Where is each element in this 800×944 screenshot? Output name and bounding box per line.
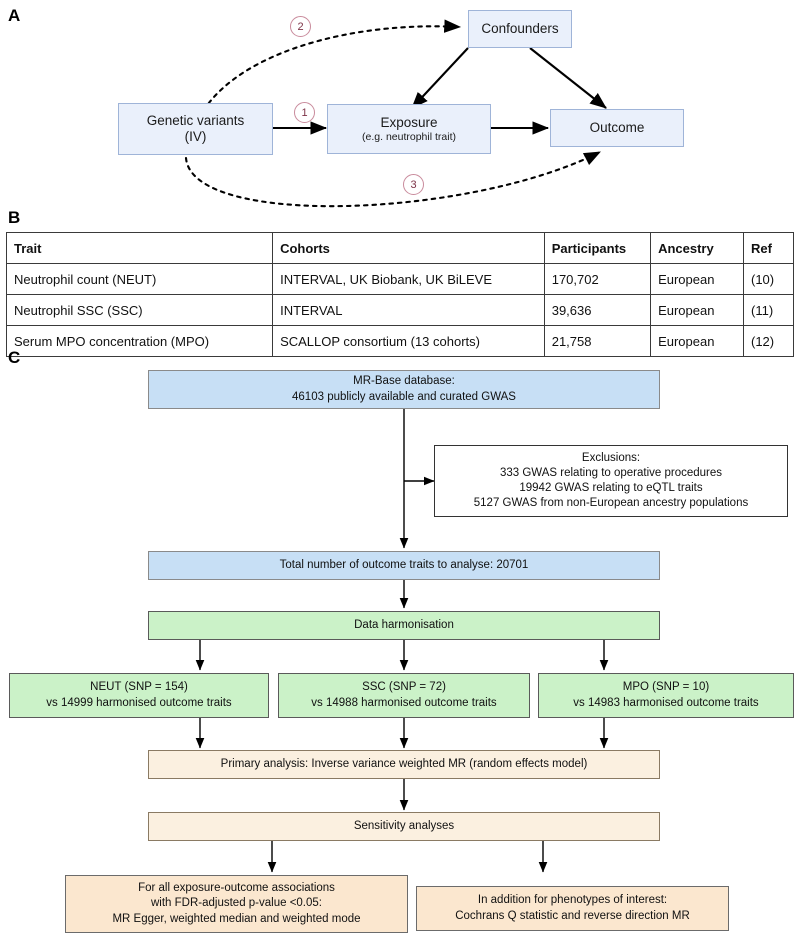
flow-box-ssc: SSC (SNP = 72) vs 14988 harmonised outco… bbox=[278, 673, 530, 718]
flow-box-harmonisation-line1: Data harmonisation bbox=[354, 618, 454, 631]
column-header-participants: Participants bbox=[543, 232, 652, 264]
table-row: Serum MPO concentration (MPO) SCALLOP co… bbox=[5, 325, 794, 357]
flow-box-all-associations: For all exposure-outcome associations wi… bbox=[65, 875, 408, 933]
flow-box-exclusions: Exclusions: 333 GWAS relating to operati… bbox=[434, 445, 788, 517]
flow-box-phenotypes-of-interest-line2: Cochrans Q statistic and reverse directi… bbox=[455, 909, 690, 922]
table-header-row: Trait Cohorts Participants Ancestry Ref bbox=[5, 232, 794, 264]
flow-box-all-associations-line2: with FDR-adjusted p-value <0.05: bbox=[151, 897, 322, 910]
flow-box-mpo-line2: vs 14983 harmonised outcome traits bbox=[573, 696, 759, 709]
flow-box-database-line1: MR-Base database: bbox=[353, 375, 455, 388]
flow-box-exclusions-line4: 5127 GWAS from non-European ancestry pop… bbox=[473, 497, 749, 510]
column-header-ancestry: Ancestry bbox=[650, 232, 744, 264]
cell-ancestry: European bbox=[650, 325, 744, 357]
flow-box-exclusions-line1: Exclusions: bbox=[581, 451, 641, 464]
flow-box-phenotypes-of-interest: In addition for phenotypes of interest: … bbox=[416, 886, 729, 931]
arrow-confounders-to-outcome bbox=[529, 47, 607, 109]
arrow-confounders-to-exposure bbox=[411, 47, 469, 109]
column-header-ref: Ref bbox=[743, 232, 794, 264]
flow-box-sensitivity-analyses: Sensitivity analyses bbox=[148, 812, 660, 841]
flow-box-sensitivity-analyses-line1: Sensitivity analyses bbox=[353, 819, 455, 832]
panel-c: C MR-Base database: 46103 publicly avail… bbox=[0, 348, 800, 944]
panel-b: B Trait Cohorts Participants Ancestry Re… bbox=[0, 208, 800, 357]
cell-ancestry: European bbox=[650, 294, 744, 326]
cell-trait: Neutrophil count (NEUT) bbox=[5, 263, 274, 295]
flow-box-ssc-line2: vs 14988 harmonised outcome traits bbox=[311, 696, 497, 709]
flow-box-neut-line1: NEUT (SNP = 154) bbox=[90, 681, 188, 694]
cell-ref: (12) bbox=[743, 325, 794, 357]
dotted-arrow-iv-to-confounders bbox=[188, 19, 462, 152]
dotted-arrow-iv-to-outcome bbox=[184, 150, 602, 208]
flow-box-mpo: MPO (SNP = 10) vs 14983 harmonised outco… bbox=[538, 673, 794, 718]
table-row: Neutrophil SSC (SSC) INTERVAL 39,636 Eur… bbox=[5, 294, 794, 326]
column-header-cohorts: Cohorts bbox=[272, 232, 545, 264]
dag-node-exposure: Exposure (e.g. neutrophil trait) bbox=[327, 104, 491, 154]
cell-trait: Serum MPO concentration (MPO) bbox=[5, 325, 274, 357]
assumption-marker-3: 3 bbox=[403, 174, 424, 195]
dag-node-genetic-variants-line1: Genetic variants bbox=[146, 113, 245, 129]
panel-c-connectors bbox=[195, 409, 609, 873]
panel-b-letter: B bbox=[8, 208, 21, 227]
cell-ref: (10) bbox=[743, 263, 794, 295]
flow-box-neut-line2: vs 14999 harmonised outcome traits bbox=[46, 696, 232, 709]
flow-box-phenotypes-of-interest-line1: In addition for phenotypes of interest: bbox=[477, 894, 668, 907]
cell-ancestry: European bbox=[650, 263, 744, 295]
cell-participants: 21,758 bbox=[543, 325, 652, 357]
flow-box-exclusions-line2: 333 GWAS relating to operative procedure… bbox=[499, 466, 723, 479]
exposure-gwas-table: Trait Cohorts Participants Ancestry Ref … bbox=[5, 232, 794, 357]
cell-cohorts: INTERVAL bbox=[272, 294, 545, 326]
panel-a-letter: A bbox=[8, 6, 21, 25]
dag-node-confounders: Confounders bbox=[468, 10, 572, 48]
flow-box-ssc-line1: SSC (SNP = 72) bbox=[362, 681, 446, 694]
flow-box-mpo-line1: MPO (SNP = 10) bbox=[622, 681, 710, 694]
flow-box-harmonisation: Data harmonisation bbox=[148, 611, 660, 640]
cell-cohorts: SCALLOP consortium (13 cohorts) bbox=[272, 325, 545, 357]
cell-cohorts: INTERVAL, UK Biobank, UK BiLEVE bbox=[272, 263, 545, 295]
cell-ref: (11) bbox=[743, 294, 794, 326]
dag-node-genetic-variants-line2: (IV) bbox=[184, 129, 207, 144]
cell-participants: 170,702 bbox=[543, 263, 652, 295]
flow-box-exclusions-line3: 19942 GWAS relating to eQTL traits bbox=[519, 482, 703, 494]
panel-a: A Genetic variants (IV) Exposure (e.g. n… bbox=[0, 0, 800, 208]
flow-box-total-outcomes-line1: Total number of outcome traits to analys… bbox=[279, 558, 529, 571]
cell-participants: 39,636 bbox=[543, 294, 652, 326]
flow-box-primary-analysis: Primary analysis: Inverse variance weigh… bbox=[148, 750, 660, 779]
flow-box-all-associations-line3: MR Egger, weighted median and weighted m… bbox=[112, 912, 361, 925]
flow-box-database: MR-Base database: 46103 publicly availab… bbox=[148, 370, 660, 409]
assumption-marker-1: 1 bbox=[294, 102, 315, 123]
dag-node-outcome: Outcome bbox=[550, 109, 684, 147]
panel-c-letter: C bbox=[8, 348, 21, 367]
flow-box-total-outcomes: Total number of outcome traits to analys… bbox=[148, 551, 660, 580]
cell-trait: Neutrophil SSC (SSC) bbox=[5, 294, 274, 326]
dag-node-outcome-line1: Outcome bbox=[589, 120, 645, 136]
dag-node-exposure-line2: (e.g. neutrophil trait) bbox=[362, 130, 456, 143]
assumption-marker-2: 2 bbox=[290, 16, 311, 37]
column-header-trait: Trait bbox=[5, 232, 274, 264]
panel-a-connectors bbox=[184, 19, 607, 208]
dag-node-genetic-variants: Genetic variants (IV) bbox=[118, 103, 273, 155]
flow-box-primary-analysis-line1: Primary analysis: Inverse variance weigh… bbox=[220, 757, 588, 770]
dag-node-confounders-line1: Confounders bbox=[481, 21, 559, 37]
dag-node-exposure-line1: Exposure bbox=[380, 115, 438, 131]
flow-box-neut: NEUT (SNP = 154) vs 14999 harmonised out… bbox=[9, 673, 269, 718]
table-row: Neutrophil count (NEUT) INTERVAL, UK Bio… bbox=[5, 263, 794, 295]
flow-box-database-line2: 46103 publicly available and curated GWA… bbox=[292, 390, 516, 403]
flow-box-all-associations-line1: For all exposure-outcome associations bbox=[138, 882, 335, 895]
